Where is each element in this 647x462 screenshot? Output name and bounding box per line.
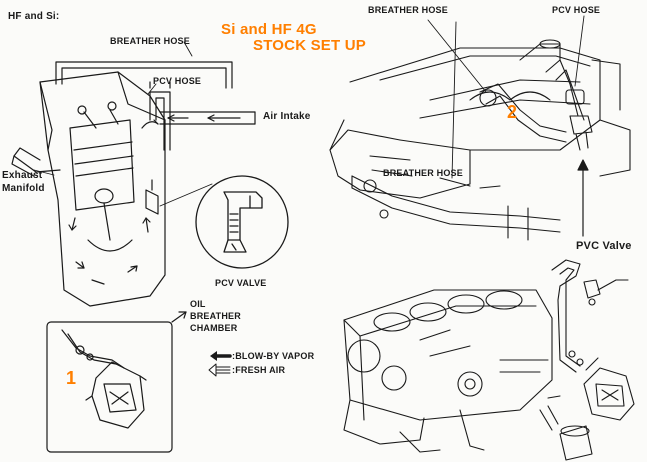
exhaust-label-line-1: Exhaust: [2, 170, 43, 181]
breather-hose-mid-label: BREATHER HOSE: [383, 168, 463, 178]
hf-si-heading: HF and Si:: [8, 11, 60, 22]
oil-breather-line-2: BREATHER: [190, 311, 241, 321]
right-top-pointers: [427, 15, 585, 179]
breather-hose-top-label: BREATHER HOSE: [368, 5, 448, 15]
pcv-valve-left-label: PCV VALVE: [215, 278, 267, 288]
title-line-2: STOCK SET UP: [253, 37, 366, 54]
left-hoses: [55, 61, 256, 215]
pcv-hose-left-label: PCV HOSE: [153, 76, 202, 86]
marker-1: 1: [66, 368, 77, 388]
left-engine-schematic: [11, 71, 166, 307]
legend-fresh-air: :FRESH AIR: [232, 365, 286, 375]
pcv-valve-detail: [195, 175, 289, 269]
marker-2: 2: [507, 102, 518, 122]
pvc-arrow: [577, 159, 589, 237]
oil-breather-inset: [46, 311, 187, 453]
breather-hose-left-label: BREATHER HOSE: [110, 36, 190, 46]
pvc-valve-right-label: PVC Valve: [576, 240, 632, 252]
right-top-engine: [329, 39, 631, 241]
title-line-1: Si and HF 4G: [221, 21, 317, 38]
oil-breather-line-3: CHAMBER: [190, 323, 238, 333]
oil-breather-line-1: OIL: [190, 299, 206, 309]
pcv-hose-top-label: PCV HOSE: [552, 5, 601, 15]
exhaust-label-line-2: Manifold: [2, 183, 45, 194]
legend-blowby: :BLOW-BY VAPOR: [232, 351, 315, 361]
legend-arrows: [208, 351, 232, 377]
right-bottom-block: [343, 259, 635, 461]
air-intake-label: Air Intake: [263, 111, 311, 122]
left-pointer-lines: [33, 41, 213, 207]
